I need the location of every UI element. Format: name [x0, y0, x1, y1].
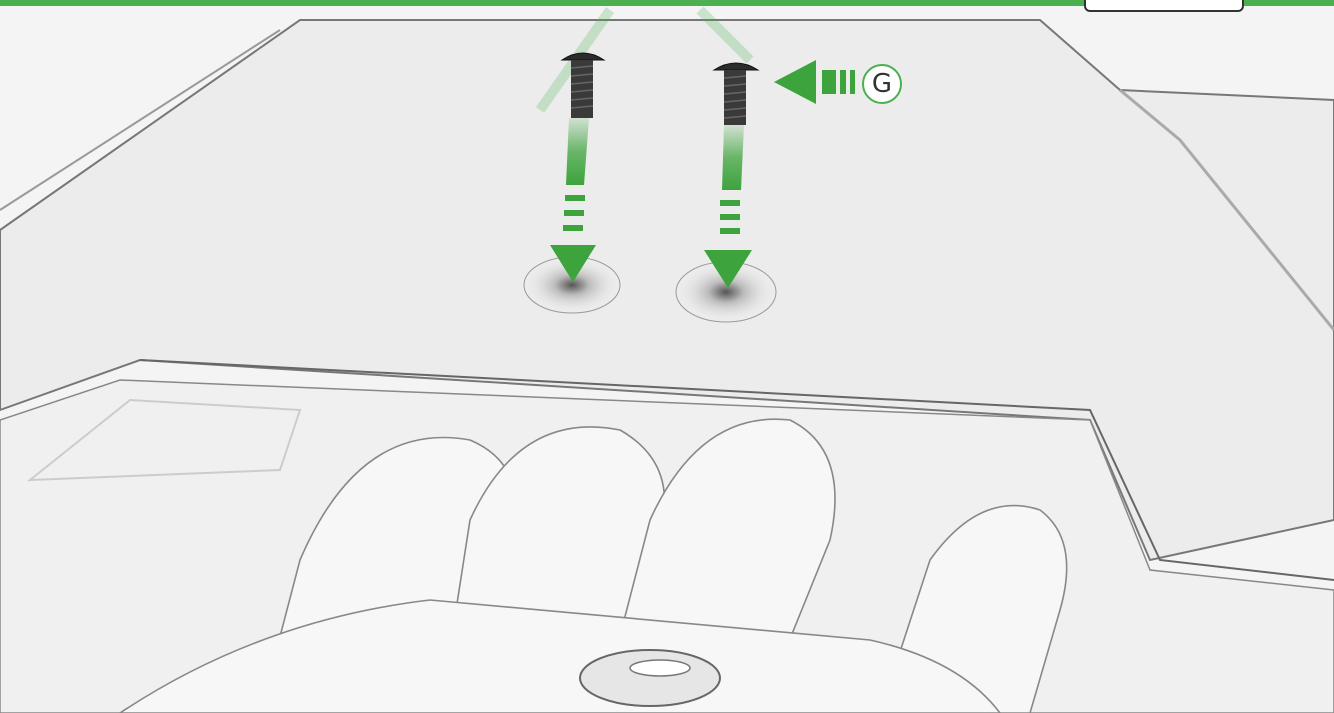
callout-label-badge: G — [862, 64, 902, 104]
screw-left-shaft — [571, 60, 593, 118]
ring — [580, 650, 720, 706]
step-tab — [1084, 0, 1244, 12]
ring-stone — [630, 660, 690, 676]
callout-label-text: G — [872, 69, 892, 99]
